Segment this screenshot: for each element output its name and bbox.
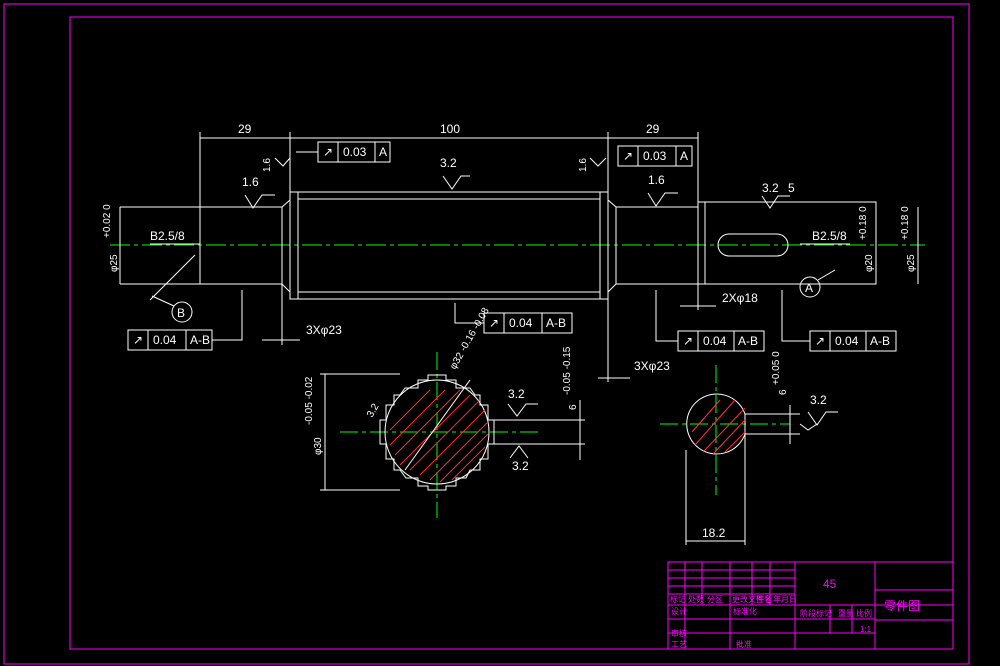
roughness-3: 3.2	[440, 156, 457, 170]
spline-section-view: φ30 -0.05 -0.02 φ32 -0.16 -0.08 3.2 3.2 …	[304, 306, 585, 518]
svg-text:1:1: 1:1	[860, 625, 872, 634]
svg-text:0.04: 0.04	[835, 334, 859, 348]
roughness-7: 5	[788, 181, 795, 195]
svg-text:阶段标记: 阶段标记	[800, 608, 832, 618]
dim-key-tolerance: +0.18 0	[858, 206, 869, 240]
dim-left-tolerance: +0.02 0	[102, 204, 113, 238]
roughness-11: 3.2	[810, 393, 827, 407]
spline-id-label: φ30	[313, 437, 324, 455]
material-label: 45	[823, 577, 837, 591]
svg-text:审核: 审核	[671, 628, 687, 638]
key-depth-label: 18.2	[702, 526, 726, 540]
dim-mid-length: 100	[440, 122, 460, 136]
groove-key-label: 2Xφ18	[722, 291, 758, 305]
dim-right-length: 29	[646, 122, 660, 136]
tolerance-frame-1: ↗ 0.03 A	[296, 141, 391, 163]
svg-text:设计: 设计	[671, 606, 687, 616]
roughness-9: 3.2	[508, 387, 525, 401]
spline-id-tol: -0.05 -0.02	[304, 376, 315, 425]
tolerance-frame-3: ↗ 0.04 A-B	[127, 290, 243, 351]
sheet-border	[3, 3, 970, 665]
groove-right-label: 3Xφ23	[634, 359, 670, 373]
svg-text:签名: 签名	[756, 594, 772, 604]
svg-text:↗: ↗	[815, 334, 825, 348]
svg-text:0.03: 0.03	[343, 145, 367, 159]
dim-key-diameter: φ20	[864, 254, 875, 272]
chamfer-right: B2.5/8	[812, 229, 847, 243]
dim-right-tolerance: +0.18 0	[900, 206, 911, 240]
datum-a: A	[799, 269, 836, 298]
roughness-1: 1.6	[242, 175, 259, 189]
roughness-2: 1.6	[262, 158, 273, 172]
tolerance-frame-4: ↗ 0.04 A-B	[454, 303, 573, 334]
roughness-8: 3.2	[365, 402, 382, 420]
key-width-label: 6	[778, 389, 789, 395]
svg-text:重量: 重量	[838, 608, 854, 618]
drawing-frame	[69, 16, 954, 650]
tolerance-frame-2: ↗ 0.03 A	[617, 145, 693, 167]
tolerance-frame-5: ↗ 0.04 A-B	[655, 290, 765, 352]
svg-text:↗: ↗	[683, 334, 693, 348]
svg-text:↗: ↗	[133, 333, 143, 347]
spline-width-tol: -0.05 -0.15	[562, 346, 573, 395]
key-width-tol: +0.05 0	[771, 351, 782, 385]
roughness-10: 3.2	[512, 459, 529, 473]
tolerance-frame-6: ↗ 0.04 A-B	[781, 290, 897, 352]
svg-text:工艺: 工艺	[671, 640, 687, 649]
svg-text:↗: ↗	[623, 149, 633, 163]
svg-text:A-B: A-B	[870, 334, 890, 348]
spline-od-label: φ32	[448, 350, 467, 371]
title-block: 45 零件图 标记 处数 分区 更改文件号 签名 年月日 设计 标准化 阶段标记…	[667, 561, 954, 650]
roughness-6: 3.2	[762, 181, 779, 195]
svg-text:A: A	[379, 145, 387, 159]
svg-text:标记: 标记	[670, 594, 686, 604]
roughness-5: 1.6	[648, 173, 665, 187]
svg-text:比例: 比例	[856, 608, 872, 618]
chamfer-left: B2.5/8	[150, 229, 185, 243]
roughness-4: 1.6	[578, 158, 589, 172]
svg-text:0.04: 0.04	[153, 333, 177, 347]
keyway-section-view: 3.2 6 +0.05 0 18.2	[660, 351, 838, 545]
svg-text:B: B	[177, 306, 185, 320]
svg-text:0.04: 0.04	[509, 316, 533, 330]
svg-text:0.04: 0.04	[703, 334, 727, 348]
dim-left-length: 29	[238, 122, 252, 136]
svg-text:处数: 处数	[688, 594, 704, 604]
svg-text:A: A	[805, 281, 813, 295]
svg-text:A-B: A-B	[546, 316, 566, 330]
shaft-main-view: 29 100 29 φ25 +0.02 0 B2.5/8 φ20 +0.18 0…	[102, 122, 925, 382]
svg-text:↗: ↗	[489, 316, 499, 330]
svg-text:0.03: 0.03	[643, 149, 667, 163]
svg-text:A-B: A-B	[190, 333, 210, 347]
svg-text:更改文件号: 更改文件号	[732, 594, 772, 604]
svg-text:A: A	[680, 149, 688, 163]
svg-text:A-B: A-B	[738, 334, 758, 348]
dim-left-diameter: φ25	[109, 254, 120, 272]
groove-left-label: 3Xφ23	[306, 323, 342, 337]
datum-b: B	[151, 295, 193, 323]
svg-text:标准化: 标准化	[733, 606, 757, 616]
drawing-name: 零件图	[884, 599, 920, 613]
dim-right-diameter: φ25	[906, 254, 917, 272]
spline-width-label: 6	[568, 404, 579, 410]
svg-text:年月日: 年月日	[773, 594, 797, 604]
svg-text:↗: ↗	[323, 145, 333, 159]
svg-text:分区: 分区	[707, 595, 723, 604]
svg-text:批准: 批准	[736, 639, 752, 649]
spline-od-tol: -0.16 -0.08	[458, 306, 492, 354]
